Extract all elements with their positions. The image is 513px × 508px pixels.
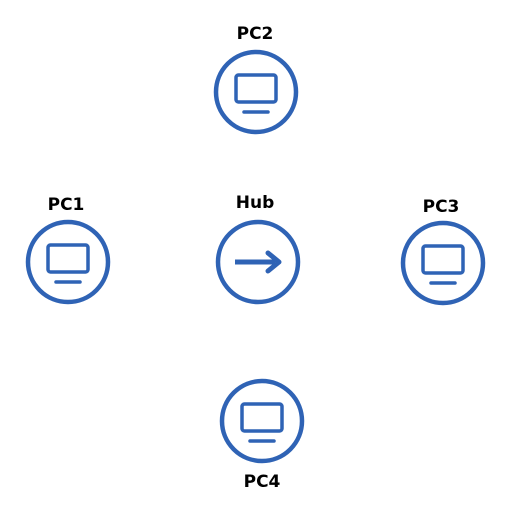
node-ring-pc4 — [219, 378, 305, 464]
node-pc3[interactable]: PC3 — [400, 197, 486, 306]
node-ring-pc3 — [400, 220, 486, 306]
node-label-pc1: PC1 — [48, 195, 85, 215]
monitor-icon — [234, 73, 278, 114]
monitor-icon — [46, 243, 90, 284]
node-label-pc3: PC3 — [423, 197, 460, 217]
node-pc2[interactable]: PC2 — [213, 24, 299, 135]
monitor-icon — [421, 244, 465, 285]
node-label-pc2: PC2 — [237, 24, 274, 44]
node-label-hub: Hub — [236, 193, 275, 213]
node-pc1[interactable]: PC1 — [25, 195, 111, 305]
arrow-right-icon — [235, 250, 282, 274]
node-hub[interactable]: Hub — [215, 193, 301, 305]
node-pc4[interactable]: PC4 — [219, 378, 305, 492]
monitor-icon — [240, 402, 284, 443]
node-ring-pc1 — [25, 219, 111, 305]
node-ring-pc2 — [213, 49, 299, 135]
node-label-pc4: PC4 — [244, 472, 281, 492]
